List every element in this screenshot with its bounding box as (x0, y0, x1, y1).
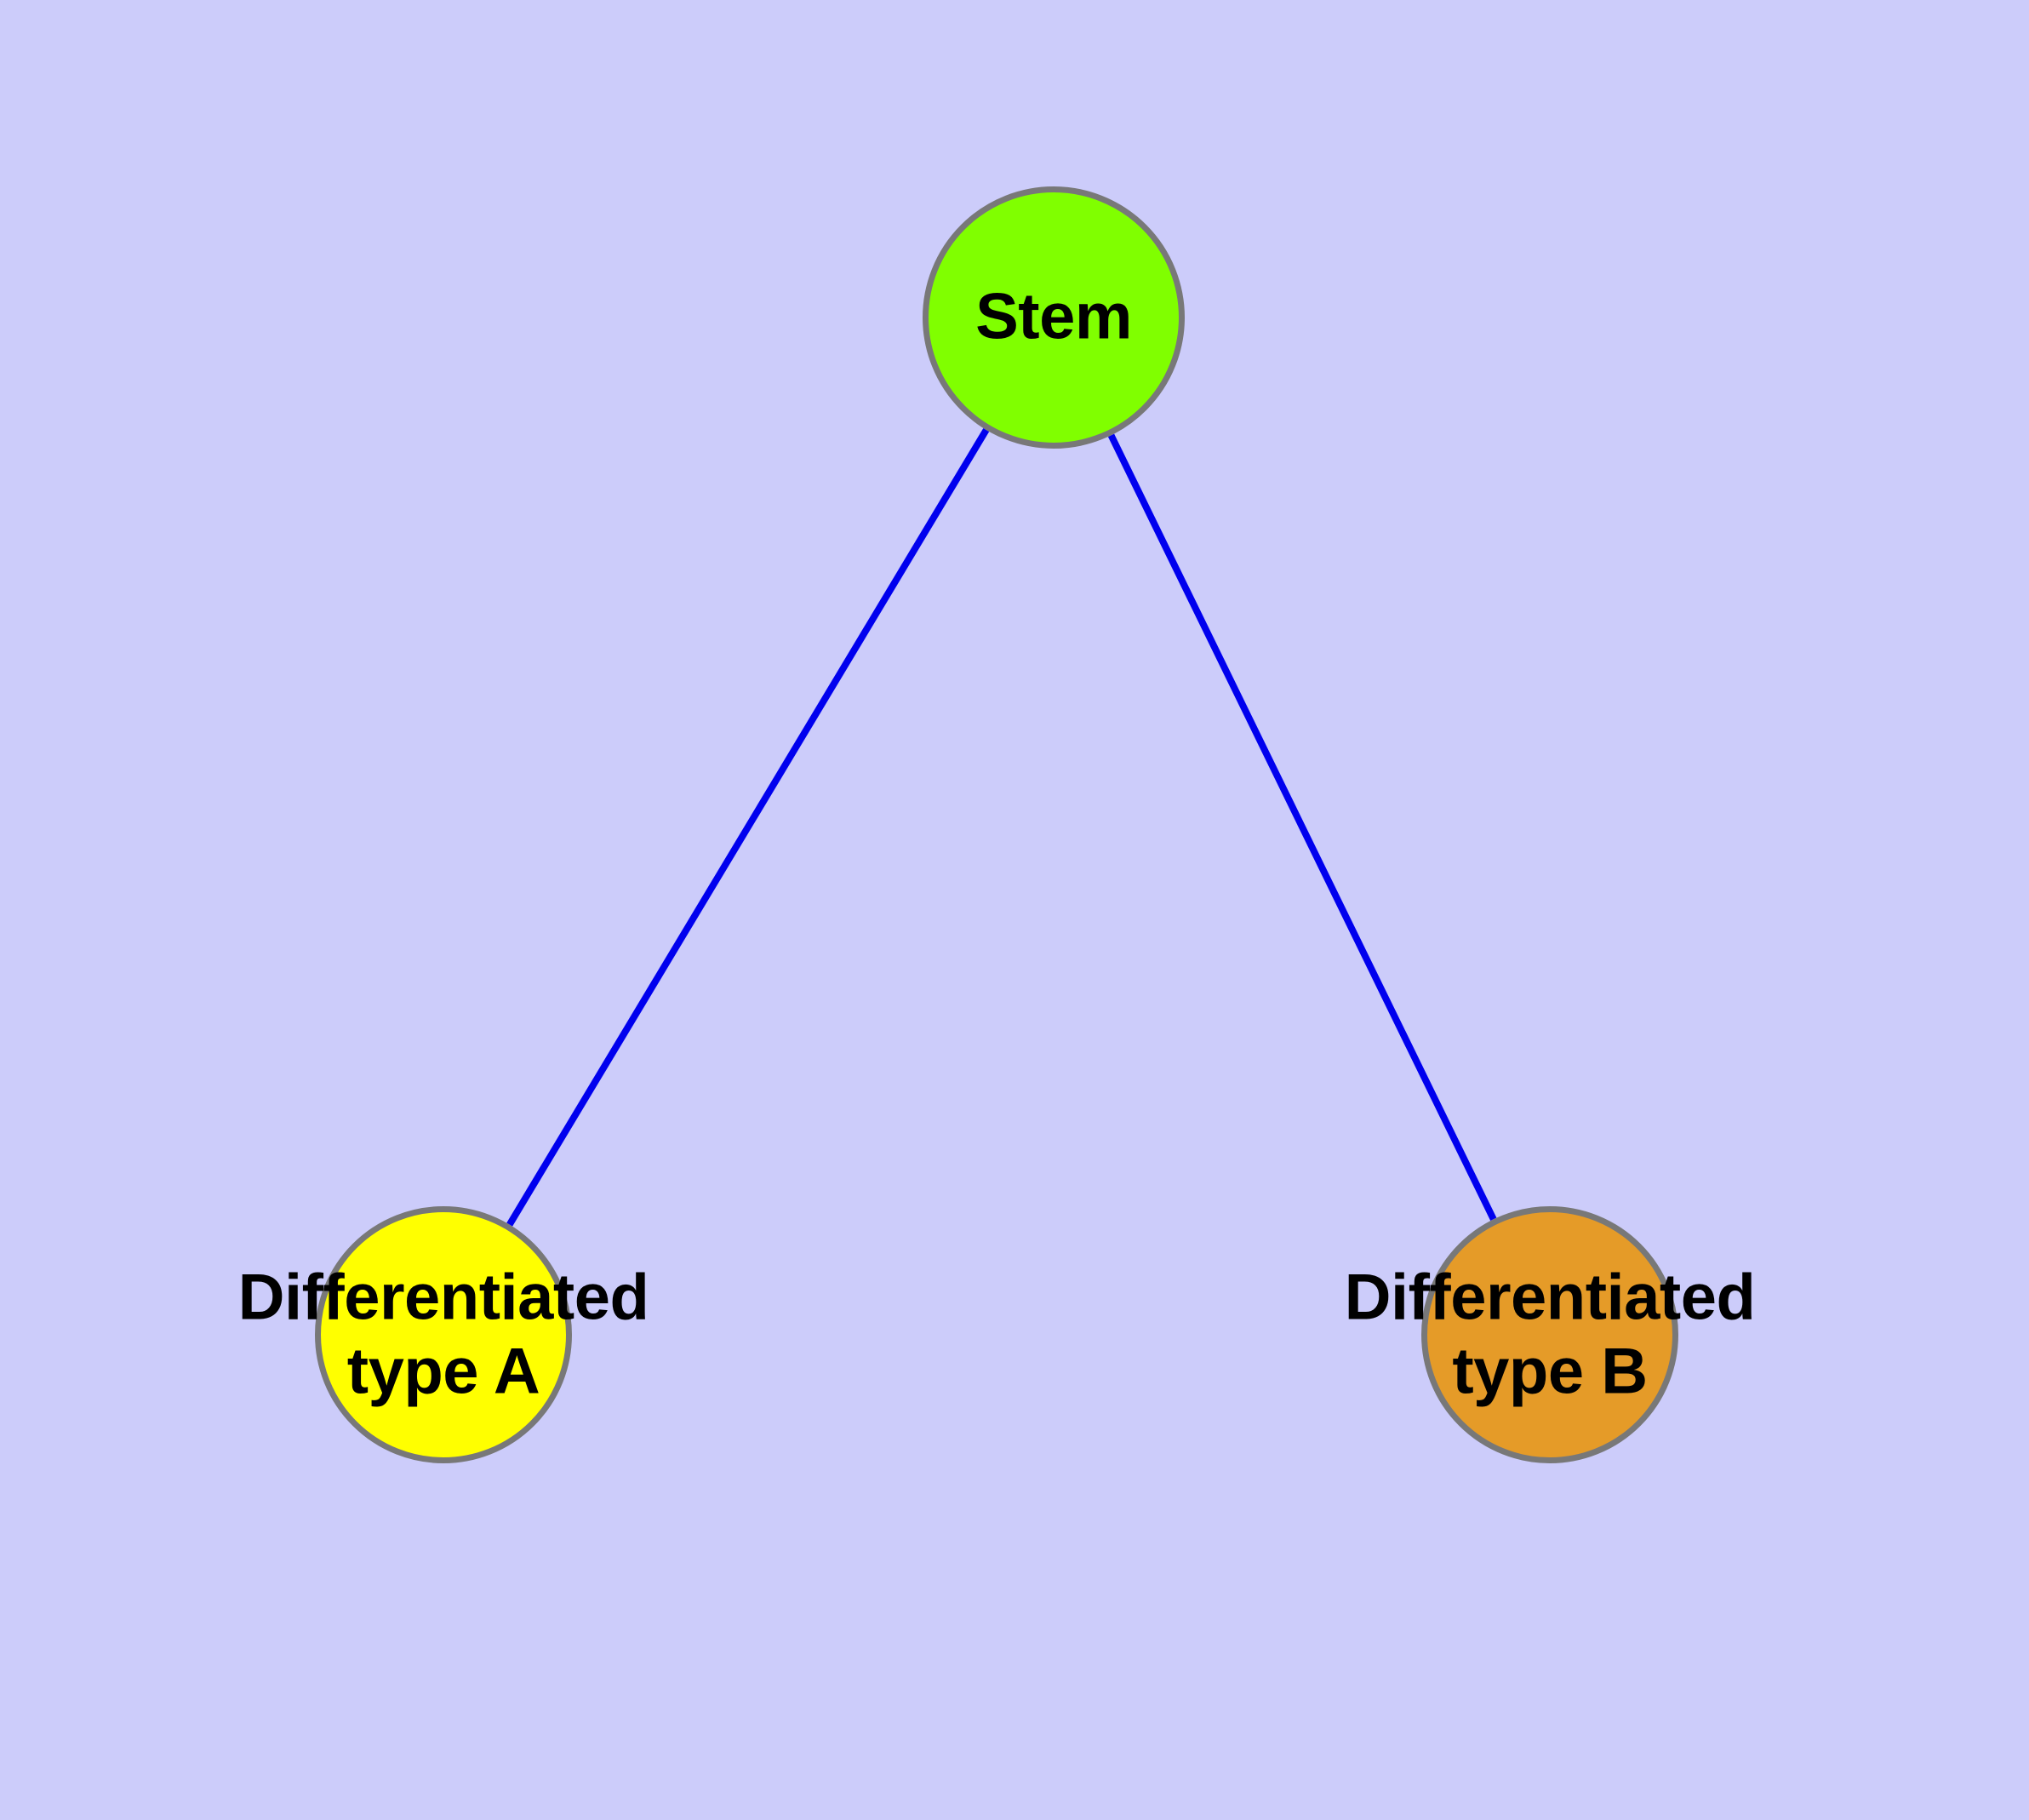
node-differentiated-type-b[interactable] (1421, 1206, 1678, 1463)
edge-stem-to-diff-b (1107, 433, 1497, 1222)
node-stem[interactable] (923, 186, 1185, 449)
edge-stem-to-diff-a (506, 427, 990, 1227)
node-differentiated-type-a[interactable] (315, 1206, 572, 1463)
